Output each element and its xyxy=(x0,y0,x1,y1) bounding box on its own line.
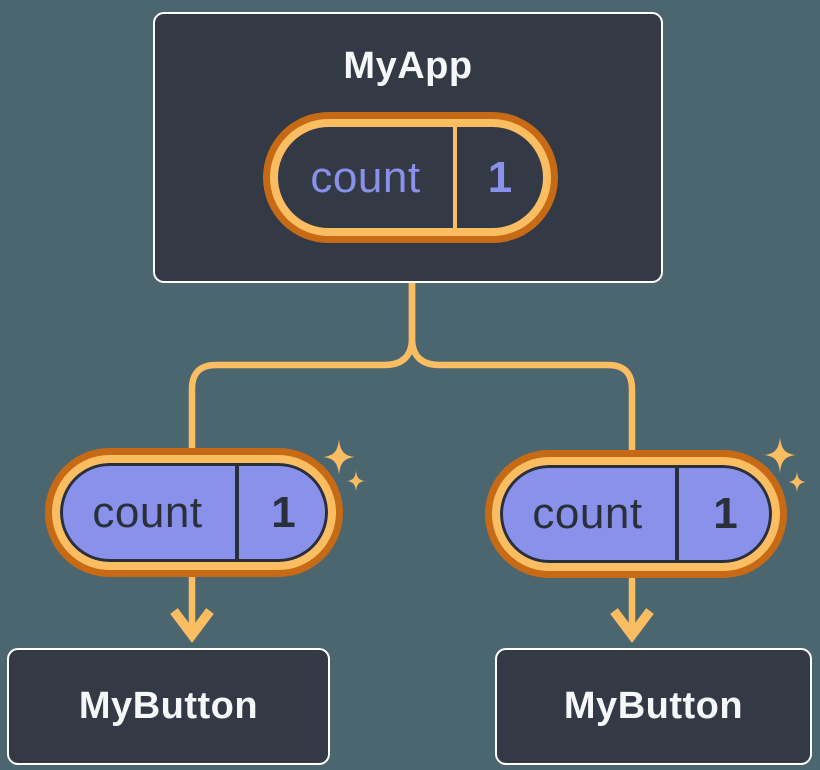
arrow-down-icon xyxy=(610,608,654,643)
node-title: MyButton xyxy=(78,685,259,727)
node-mybutton-left: MyButton xyxy=(7,648,330,765)
node-myapp: MyApp xyxy=(153,12,663,283)
sparkle-icon xyxy=(764,437,796,473)
sparkle-icon xyxy=(788,471,806,493)
pill-divider xyxy=(235,463,239,562)
pill-divider xyxy=(453,127,457,228)
node-mybutton-right: MyButton xyxy=(495,648,812,765)
prop-name: count xyxy=(532,489,643,538)
pill-label-cell: count xyxy=(278,127,453,228)
state-value: 1 xyxy=(487,152,513,202)
node-title: MyApp xyxy=(343,45,473,87)
pill-divider xyxy=(675,465,679,563)
sparkle-icon xyxy=(323,439,355,475)
pill-label-cell: count xyxy=(500,465,675,563)
node-title: MyButton xyxy=(563,685,744,727)
sparkle-icon xyxy=(347,470,365,492)
pill-label-cell: count xyxy=(60,463,235,562)
prop-name: count xyxy=(92,487,203,537)
prop-pill-right: count 1 xyxy=(492,457,780,571)
pill-value-cell: 1 xyxy=(679,465,772,563)
connector-line-right xyxy=(408,283,636,630)
state-pill-root: count 1 xyxy=(270,119,551,236)
prop-value: 1 xyxy=(271,487,296,537)
state-name: count xyxy=(310,152,421,202)
pill-value-cell: 1 xyxy=(239,463,328,562)
prop-pill-left: count 1 xyxy=(52,455,336,570)
arrow-down-icon xyxy=(170,608,214,643)
prop-value: 1 xyxy=(713,489,738,538)
pill-value-cell: 1 xyxy=(457,127,543,228)
